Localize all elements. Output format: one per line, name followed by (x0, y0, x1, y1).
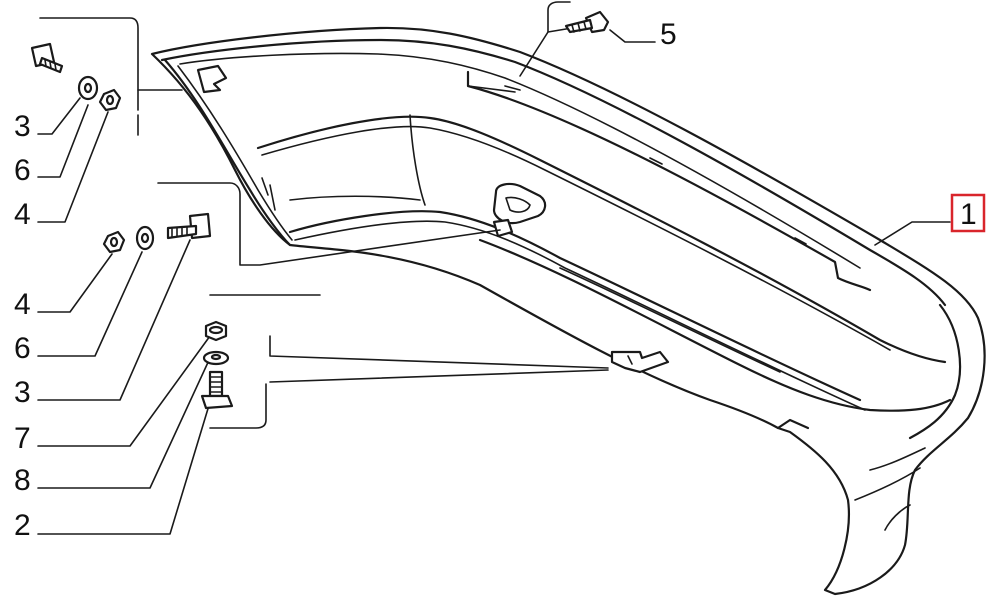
nut-middle (102, 230, 126, 254)
rear-bumper-part (150, 26, 986, 596)
callout-3-top: 3 (14, 110, 31, 143)
nut-lower (204, 320, 228, 342)
washer-middle (135, 225, 155, 251)
callout-4-middle: 4 (14, 288, 31, 321)
self-tapping-screw (564, 10, 610, 34)
leader-lines (37, 1, 951, 535)
callout-4-top: 4 (14, 198, 31, 231)
square-head-bolt-top (30, 42, 64, 74)
callout-1: 1 (960, 198, 977, 231)
callout-1-highlight-box (950, 193, 986, 233)
callout-6-middle: 6 (14, 332, 31, 365)
callout-numbers: 3 6 4 4 6 3 7 8 2 5 1 (14, 18, 986, 542)
callout-2: 2 (14, 509, 31, 542)
square-head-bolt-lower (200, 370, 234, 410)
callout-3-middle: 3 (14, 376, 31, 409)
callout-7: 7 (14, 422, 31, 455)
callout-5: 5 (660, 18, 677, 51)
washer-top (77, 75, 99, 101)
nut-top (98, 88, 122, 112)
square-head-bolt-middle (166, 212, 212, 240)
callout-6-top: 6 (14, 154, 31, 187)
washer-lower (202, 350, 230, 366)
callout-8: 8 (14, 464, 31, 497)
